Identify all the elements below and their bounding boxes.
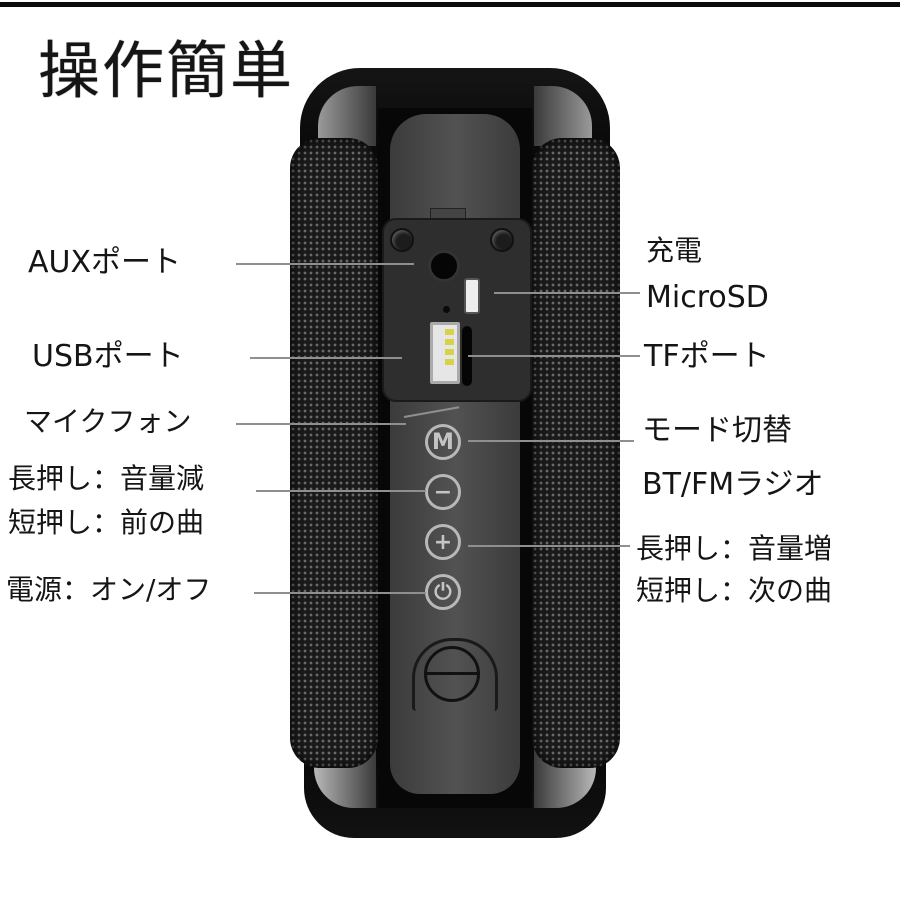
indicator-led: [443, 306, 450, 313]
leader-line-power: [254, 592, 426, 594]
label-mode-switch: モード切替: [642, 413, 792, 448]
label-microphone: マイクフォン: [24, 405, 192, 438]
top-cap-highlight-left: [318, 86, 376, 146]
top-border-bar: [0, 2, 900, 7]
label-next-track-short: 短押し：次の曲: [636, 574, 833, 607]
label-microsd: MicroSD: [646, 280, 769, 315]
minus-icon: −: [433, 479, 453, 505]
volume-down-button[interactable]: −: [425, 474, 461, 510]
leader-line-minus: [256, 490, 426, 492]
mode-button[interactable]: M: [425, 424, 461, 460]
leader-line-mic: [236, 423, 406, 425]
label-tf-port: TFポート: [644, 339, 770, 374]
volume-up-button[interactable]: +: [425, 524, 461, 560]
leader-line-usb: [250, 357, 402, 359]
speaker-illustration: M − + ⏻: [290, 68, 620, 838]
plus-icon: +: [433, 529, 453, 555]
strap-latch-disc: [424, 646, 480, 702]
leader-line-plus: [468, 545, 630, 547]
aux-port: [428, 250, 460, 282]
screw-icon: [490, 228, 514, 252]
leader-line-tf: [468, 355, 640, 357]
label-power: 電源：オン/オフ: [6, 573, 212, 606]
speaker-grille-left: [290, 138, 378, 768]
usb-port: [430, 322, 460, 384]
power-icon: ⏻: [434, 579, 452, 605]
label-charge: 充電: [646, 234, 703, 267]
label-bt-fm-radio: BT/FMラジオ: [642, 467, 824, 502]
strap-latch: [412, 638, 498, 711]
power-button[interactable]: ⏻: [425, 574, 461, 610]
leader-line-mode: [468, 440, 634, 442]
speaker-grille-right: [532, 138, 620, 768]
label-aux-port: AUXポート: [28, 245, 182, 280]
label-volume-up-long: 長押し：音量増: [636, 532, 833, 565]
screw-icon: [390, 228, 414, 252]
leader-line-charge: [494, 292, 640, 294]
tf-card-slot: [462, 326, 472, 386]
mode-icon: M: [432, 429, 454, 455]
leader-line-aux: [236, 263, 414, 265]
top-cap-highlight-right: [534, 86, 592, 146]
page-title: 操作簡単: [38, 34, 295, 107]
label-usb-port: USBポート: [32, 339, 184, 374]
micro-usb-charge-port: [464, 278, 480, 314]
label-volume-down-long: 長押し：音量減: [8, 462, 205, 495]
label-previous-track-short: 短押し：前の曲: [8, 506, 205, 539]
